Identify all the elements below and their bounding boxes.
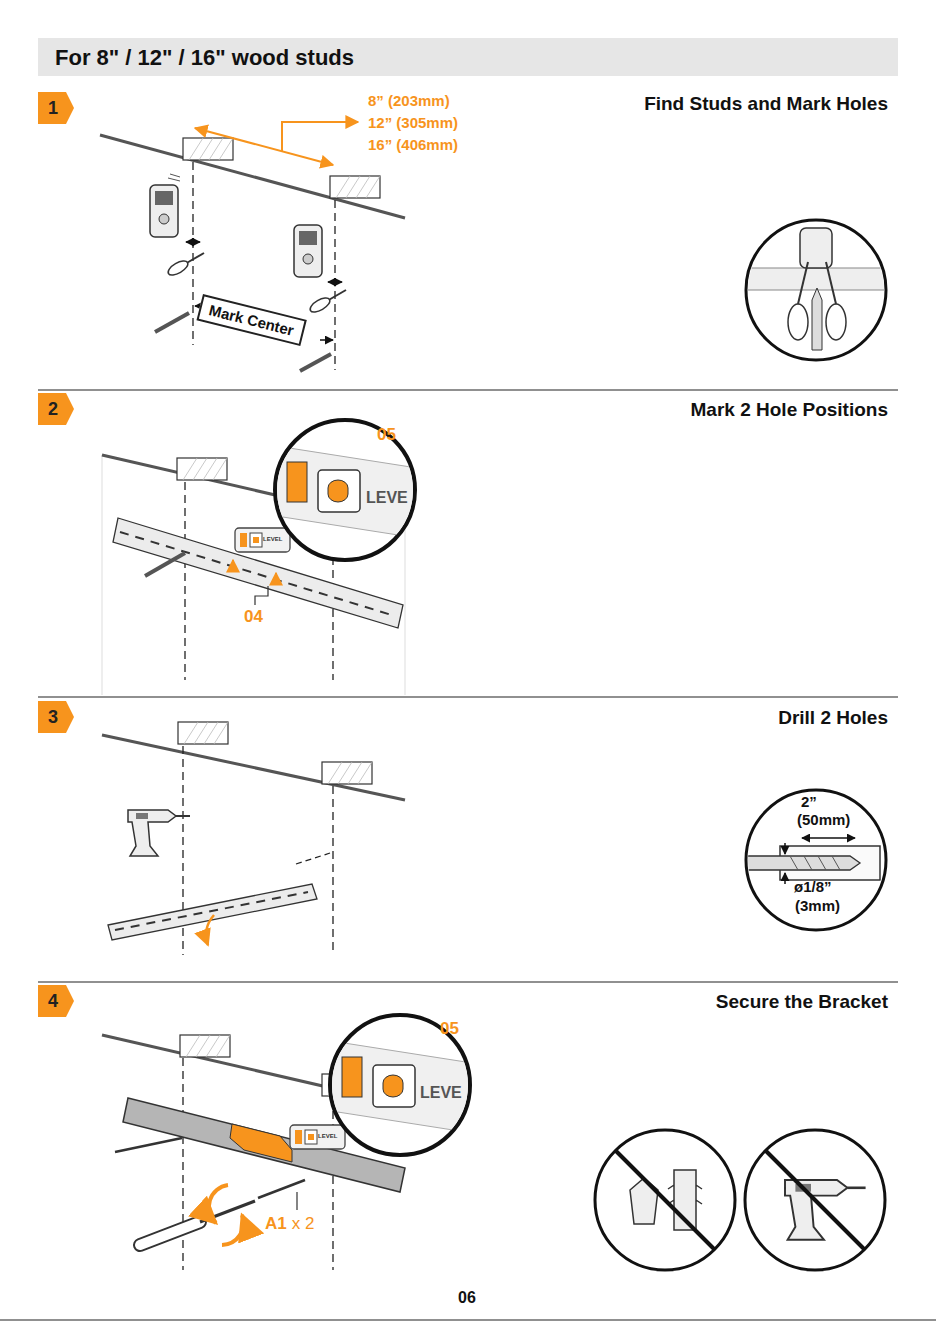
step-number: 4	[38, 985, 74, 1011]
level-text: LEVEL	[318, 1133, 337, 1140]
callout-number: 05	[440, 1019, 459, 1039]
step-number: 2	[38, 393, 74, 419]
quantity: x 2	[292, 1214, 315, 1234]
dimension: 12” (305mm)	[368, 114, 458, 131]
step-badge: 3	[38, 701, 74, 733]
step-badge: 2	[38, 393, 74, 425]
part-name: A1	[265, 1214, 287, 1234]
dimension: 16” (406mm)	[368, 136, 458, 153]
step-heading: Mark 2 Hole Positions	[691, 399, 888, 421]
step-number: 3	[38, 701, 74, 727]
dimension: (3mm)	[795, 897, 840, 914]
step-heading: Drill 2 Holes	[778, 707, 888, 729]
level-text: LEVE	[420, 1084, 462, 1102]
callout-number: 04	[244, 607, 263, 627]
dimension: 2”	[801, 793, 817, 810]
step-badge: 1	[38, 92, 74, 124]
level-text: LEVE	[366, 489, 408, 507]
tag-text: Mark Center	[207, 301, 295, 339]
step-badge: 4	[38, 985, 74, 1017]
step-heading: Find Studs and Mark Holes	[644, 93, 888, 115]
step-heading: Secure the Bracket	[716, 991, 888, 1013]
dimension: 8” (203mm)	[368, 92, 450, 109]
page-title: For 8" / 12" / 16" wood studs	[55, 45, 354, 70]
callout-number: 05	[377, 425, 396, 445]
title-band	[38, 38, 898, 76]
dimension: (50mm)	[797, 811, 850, 828]
level-text: LEVEL	[263, 536, 282, 543]
mark-center-tag: Mark Center	[196, 294, 306, 346]
dimension: ø1/8”	[794, 878, 832, 895]
step-number: 1	[38, 92, 74, 118]
page-number: 06	[458, 1289, 476, 1307]
